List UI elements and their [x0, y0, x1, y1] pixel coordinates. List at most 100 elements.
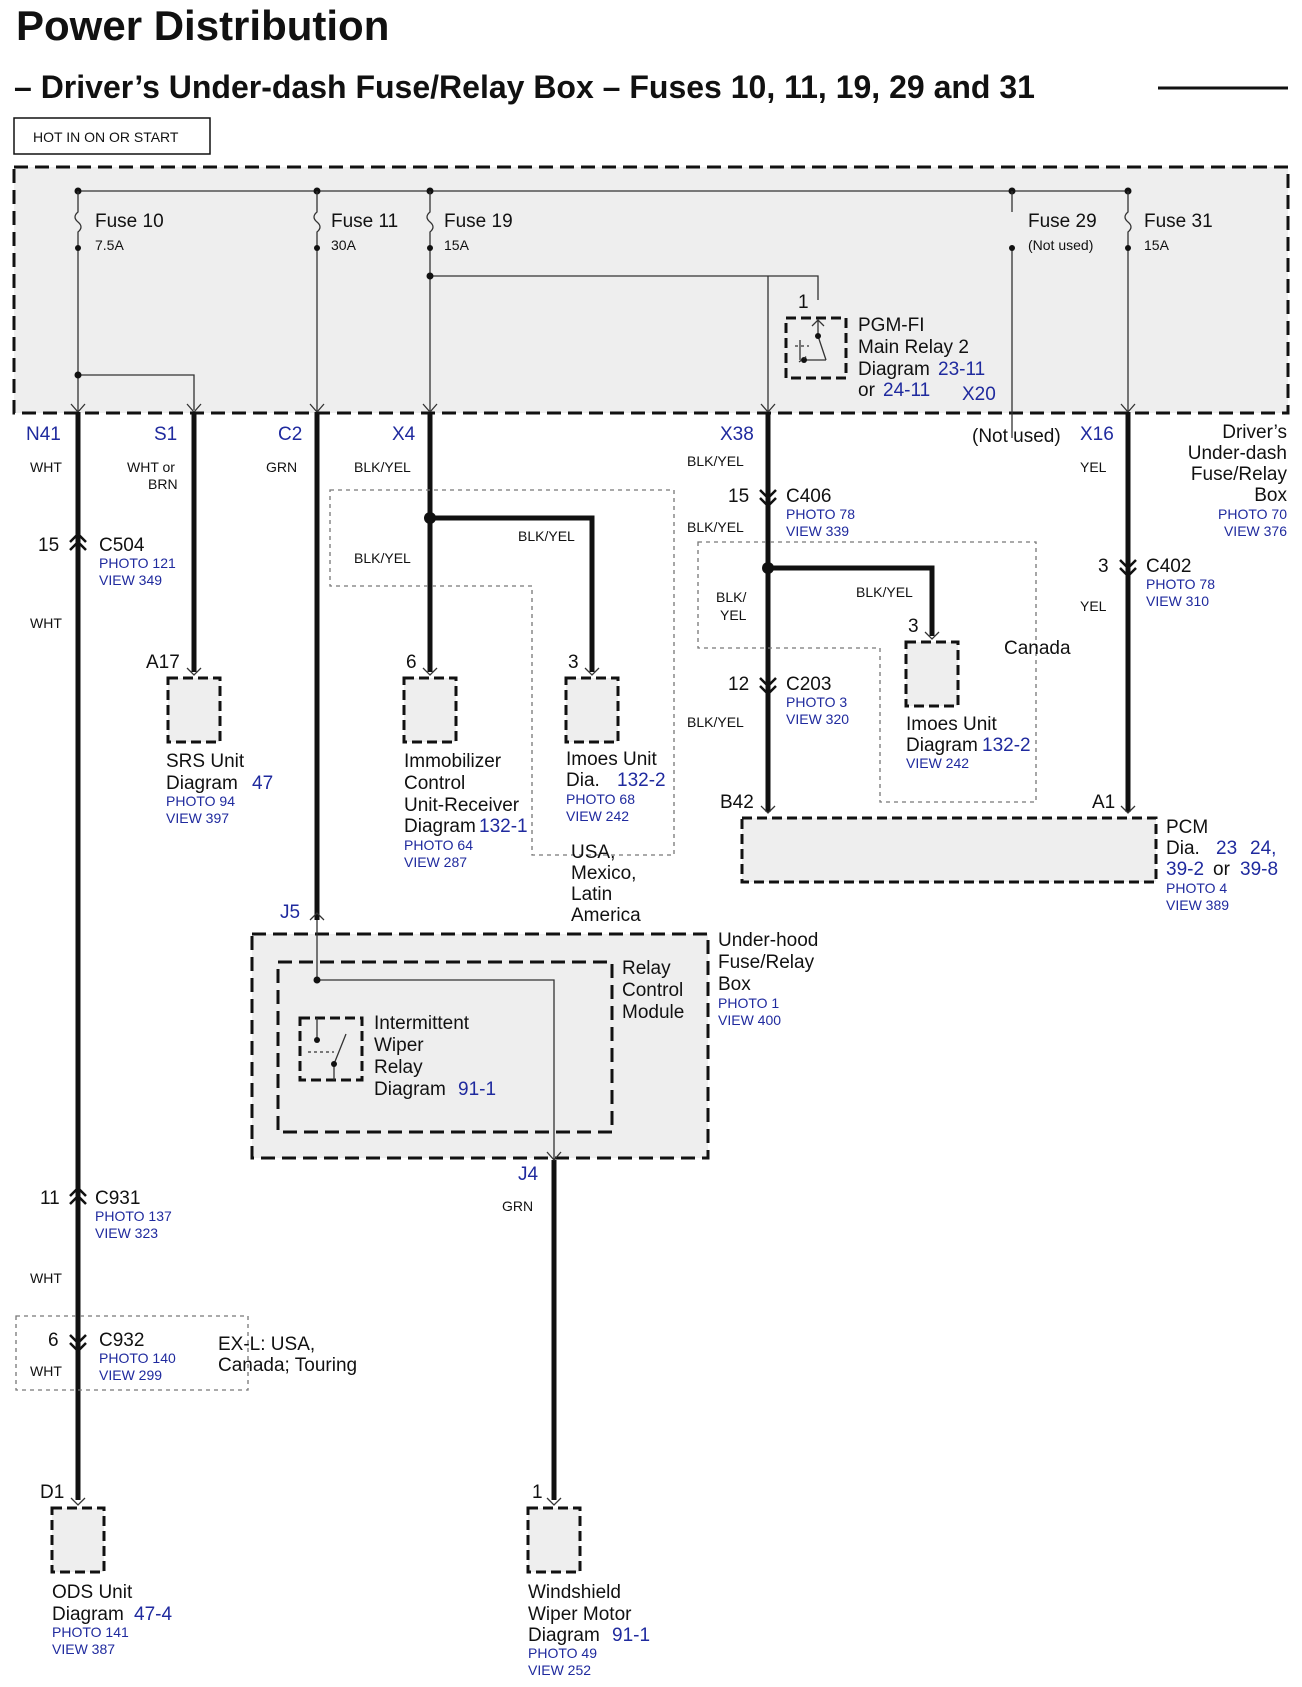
c402-view[interactable]: VIEW 310 [1146, 593, 1209, 609]
pgm-relay-diag-link-2[interactable]: 24-11 [883, 380, 930, 401]
c504-view[interactable]: VIEW 349 [99, 572, 162, 588]
fuse19-branch [430, 275, 819, 300]
immob-line1: Immobilizer [404, 751, 502, 772]
hot-label: HOT IN ON OR START [33, 129, 179, 145]
fuse-19-name: Fuse 19 [444, 211, 513, 232]
c406-pin: 15 [728, 486, 749, 507]
region-exl-2: Canada; Touring [218, 1355, 357, 1376]
imoes-usa-photo[interactable]: PHOTO 68 [566, 791, 635, 807]
pgm-relay-diag-link-1[interactable]: 23-11 [938, 359, 985, 380]
wire-c931-out-color: WHT [30, 1270, 62, 1286]
underhood-line1: Under-hood [718, 930, 818, 951]
pgm-relay-diag-word: Diagram [858, 359, 930, 380]
hot-label-box [13, 117, 211, 155]
pgm-relay-pin: 1 [798, 292, 809, 313]
c932-pin: 6 [48, 1330, 59, 1351]
terminal-c2: C2 [278, 424, 302, 445]
underhood-view[interactable]: VIEW 400 [718, 1012, 781, 1028]
pcm-view[interactable]: VIEW 389 [1166, 897, 1229, 913]
region-usa-2: Mexico, [571, 863, 636, 884]
wiper-motor-box [526, 1506, 582, 1574]
c504-symbol [69, 532, 87, 551]
c406-view[interactable]: VIEW 339 [786, 523, 849, 539]
immob-pin: 6 [406, 652, 417, 673]
j4-arrow [546, 1151, 562, 1161]
pcm-diag-link-39-8[interactable]: 39-8 [1240, 859, 1278, 880]
terminal-n41: N41 [26, 424, 61, 445]
relay-module-line2: Control [622, 980, 683, 1001]
region-exl-1: EX-L: USA, [218, 1334, 315, 1355]
wiper-relay [298, 1016, 364, 1082]
c406-symbol [759, 489, 777, 508]
terminal-s1: S1 [154, 424, 177, 445]
page-subtitle: – Driver’s Under-dash Fuse/Relay Box – F… [14, 69, 1035, 105]
ods-diag-link[interactable]: 47-4 [134, 1604, 172, 1625]
srs-photo[interactable]: PHOTO 94 [166, 793, 235, 809]
wire-c504-out-color: WHT [30, 615, 62, 631]
pcm-name: PCM [1166, 817, 1208, 838]
srs-unit-box [166, 676, 222, 744]
imoes-can-pin: 3 [908, 616, 919, 637]
wiper-motor-view[interactable]: VIEW 252 [528, 1662, 591, 1678]
imoes-can-diag-link[interactable]: 132-2 [982, 735, 1031, 756]
c931-view[interactable]: VIEW 323 [95, 1225, 158, 1241]
wire-s1-color-b: BRN [148, 476, 178, 492]
wiper-motor-pin: 1 [532, 1482, 543, 1503]
pcm-pin-a1: A1 [1092, 792, 1115, 813]
immob-photo[interactable]: PHOTO 64 [404, 837, 473, 853]
terminal-x20: X20 [962, 384, 996, 405]
immob-diag-link[interactable]: 132-1 [479, 816, 528, 837]
fuse19-branch-dot [426, 272, 434, 280]
c931-photo[interactable]: PHOTO 137 [95, 1208, 172, 1224]
ods-photo[interactable]: PHOTO 141 [52, 1624, 129, 1640]
c203-name: C203 [786, 674, 831, 695]
imoes-usa-box [564, 676, 620, 744]
immob-line2: Control [404, 773, 465, 794]
c406-photo[interactable]: PHOTO 78 [786, 506, 855, 522]
srs-diag-link[interactable]: 47 [252, 773, 273, 794]
immob-diag-word: Diagram [404, 816, 476, 837]
wire-immob-color: BLK/YEL [354, 550, 411, 566]
pcm-photo[interactable]: PHOTO 4 [1166, 880, 1227, 896]
c931-pin: 11 [40, 1188, 60, 1209]
imoes-can-view[interactable]: VIEW 242 [906, 755, 969, 771]
c203-photo[interactable]: PHOTO 3 [786, 694, 847, 710]
x20-not-used: (Not used) [972, 426, 1061, 447]
wiper-relay-diag-link[interactable]: 91-1 [458, 1079, 496, 1100]
wire-c203-color-b: YEL [720, 607, 747, 623]
pcm-diag-link-23[interactable]: 23 [1216, 838, 1237, 859]
c932-view[interactable]: VIEW 299 [99, 1367, 162, 1383]
wire-pcm-color: BLK/YEL [687, 714, 744, 730]
wire-c203-color-a: BLK/ [716, 589, 746, 605]
immob-view[interactable]: VIEW 287 [404, 854, 467, 870]
srs-name: SRS Unit [166, 751, 245, 772]
wiper-motor-photo[interactable]: PHOTO 49 [528, 1645, 597, 1661]
c932-photo[interactable]: PHOTO 140 [99, 1350, 176, 1366]
fuse10-branch-s1 [78, 374, 195, 410]
pcm-diag-link-24[interactable]: 24, [1250, 838, 1276, 859]
terminal-j4: J4 [518, 1164, 539, 1185]
imoes-usa-pin: 3 [568, 652, 579, 673]
c203-view[interactable]: VIEW 320 [786, 711, 849, 727]
wire-n41-color: WHT [30, 459, 62, 475]
pcm-diag-link-39-2[interactable]: 39-2 [1166, 859, 1204, 880]
c932-name: C932 [99, 1330, 144, 1351]
wire-c932-color: WHT [30, 1363, 62, 1379]
underdash-box-photo[interactable]: PHOTO 70 [1218, 506, 1287, 522]
srs-view[interactable]: VIEW 397 [166, 810, 229, 826]
wire-c406-out-color: BLK/YEL [687, 519, 744, 535]
imoes-can-diag-word: Diagram [906, 735, 978, 756]
immobilizer-box [402, 676, 458, 744]
imoes-usa-view[interactable]: VIEW 242 [566, 808, 629, 824]
wiper-relay-line3: Relay [374, 1057, 423, 1078]
terminal-x16: X16 [1080, 424, 1114, 445]
imoes-usa-diag-link[interactable]: 132-2 [617, 770, 666, 791]
c402-photo[interactable]: PHOTO 78 [1146, 576, 1215, 592]
wiper-motor-diag-link[interactable]: 91-1 [612, 1625, 650, 1646]
underhood-photo[interactable]: PHOTO 1 [718, 995, 779, 1011]
x38-splice [762, 562, 774, 574]
underdash-box-view[interactable]: VIEW 376 [1224, 523, 1287, 539]
c504-photo[interactable]: PHOTO 121 [99, 555, 176, 571]
ods-view[interactable]: VIEW 387 [52, 1641, 115, 1657]
